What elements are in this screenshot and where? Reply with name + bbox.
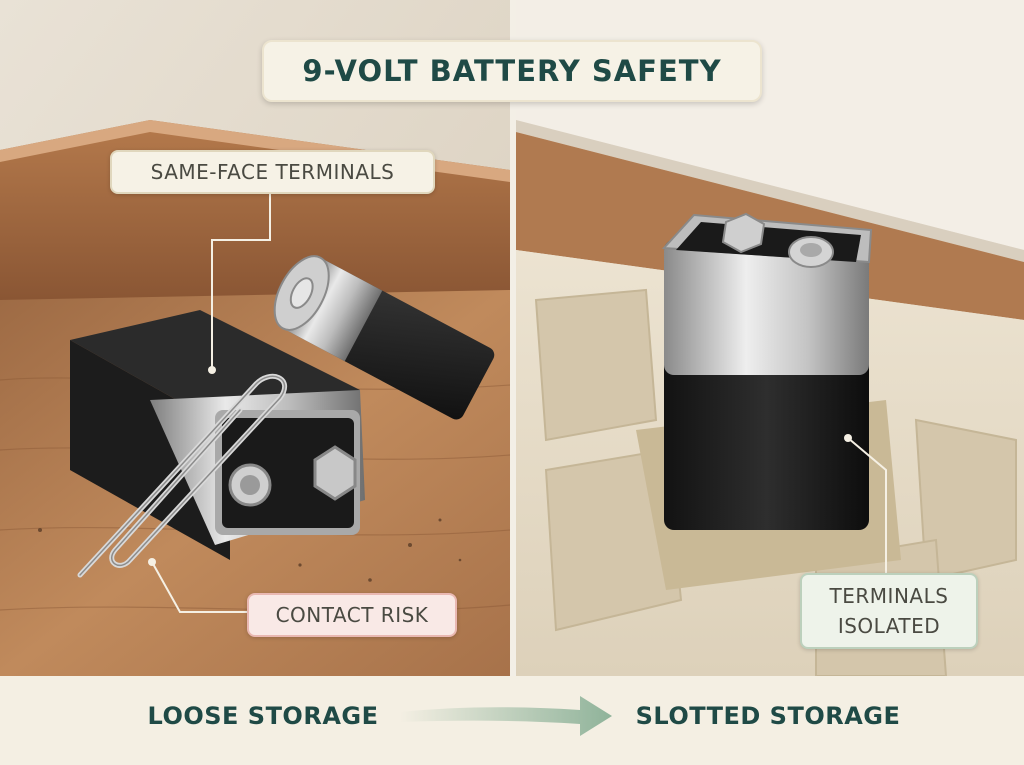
loose-storage-illustration — [0, 0, 510, 676]
title-banner: 9-VOLT BATTERY SAFETY — [262, 40, 762, 102]
loose-storage-caption: LOOSE STORAGE — [147, 702, 379, 730]
page-title: 9-VOLT BATTERY SAFETY — [302, 54, 722, 88]
loose-storage-photo — [0, 0, 510, 676]
terminals-isolated-callout: TERMINALS ISOLATED — [800, 573, 978, 649]
slotted-storage-caption: SLOTTED STORAGE — [635, 702, 901, 730]
contact-risk-callout: CONTACT RISK — [247, 593, 457, 637]
panel-divider — [510, 0, 516, 676]
same-face-terminals-callout: SAME-FACE TERMINALS — [110, 150, 435, 194]
